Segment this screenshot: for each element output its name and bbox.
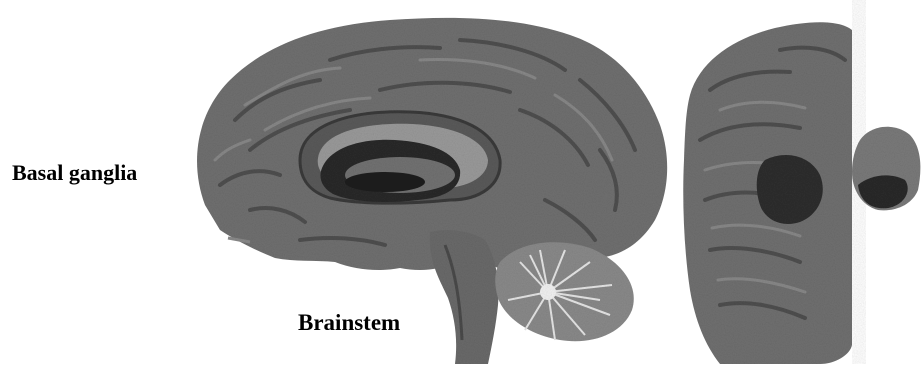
basal-ganglia-label: Basal ganglia [12,160,137,186]
cerebellum [495,242,634,341]
coronal-brain-section [683,0,920,364]
brainstem [430,230,499,364]
brainstem-label: Brainstem [298,310,400,336]
sagittal-brain-section [197,18,667,364]
